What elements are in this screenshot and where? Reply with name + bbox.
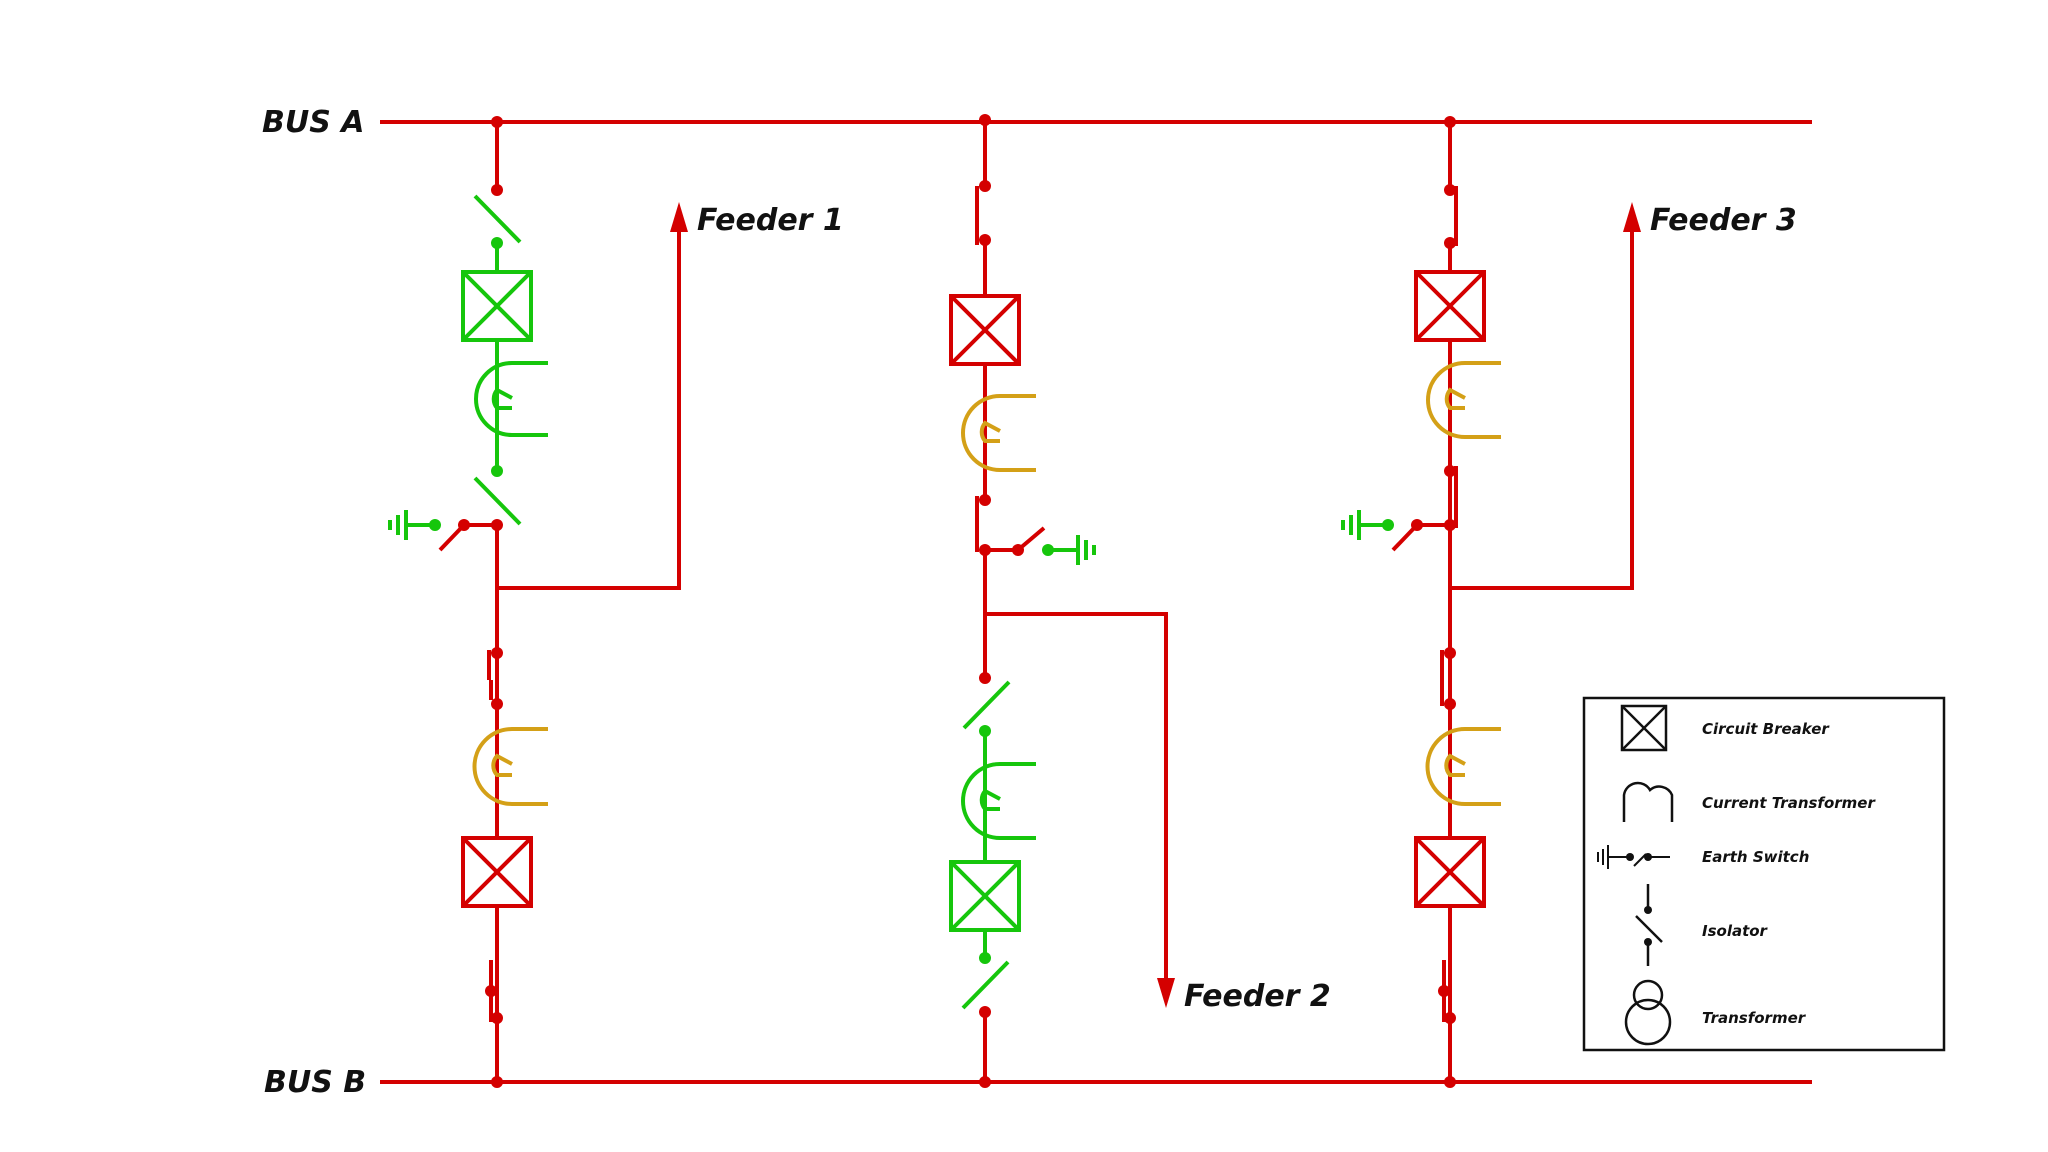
isolator-icon[interactable] (962, 672, 1011, 737)
earth-switch-icon[interactable] (388, 510, 497, 552)
current-transformer-icon[interactable] (472, 727, 549, 806)
feeder-1-arrow-icon (670, 202, 688, 232)
current-transformer-icon[interactable] (474, 361, 548, 437)
legend-item-current-transformer: Current Transformer (1622, 781, 1876, 822)
circuit-breaker-icon[interactable] (461, 270, 533, 342)
legend-label: Current Transformer (1702, 794, 1876, 812)
isolator-icon[interactable] (487, 647, 503, 710)
feeder-1-line (497, 218, 681, 590)
isolator-icon[interactable] (975, 494, 991, 556)
earth-switch-icon[interactable] (985, 526, 1096, 565)
legend-label: Earth Switch (1702, 848, 1809, 866)
transformer-icon (1624, 979, 1672, 1046)
bus-a-label: BUS A (262, 105, 365, 140)
circuit-breaker-icon[interactable] (1414, 270, 1486, 342)
isolator-icon (1635, 884, 1663, 966)
legend-label: Transformer (1702, 1009, 1807, 1027)
feeder-1-label: Feeder 1 (697, 203, 844, 238)
isolator-icon[interactable] (1444, 184, 1458, 249)
current-transformer-icon (1622, 781, 1674, 822)
circuit-breaker-icon[interactable] (1414, 836, 1486, 908)
current-transformer-icon[interactable] (961, 762, 1036, 840)
bus-b-label: BUS B (264, 1065, 366, 1100)
current-transformer-icon[interactable] (961, 394, 1036, 472)
legend-item-earth-switch: Earth Switch (1597, 845, 1809, 869)
bay-3: Feeder 3 (1341, 116, 1797, 1088)
isolator-icon[interactable] (473, 184, 522, 249)
legend-item-transformer: Transformer (1624, 979, 1807, 1046)
isolator-icon[interactable] (961, 952, 1010, 1018)
legend: Circuit Breaker Current Transformer Eart… (1582, 696, 1946, 1052)
isolator-icon[interactable] (485, 960, 503, 1024)
earth-switch-icon[interactable] (1341, 510, 1450, 552)
feeder-2-line (985, 612, 1168, 990)
isolator-icon[interactable] (473, 465, 522, 531)
circuit-breaker-icon[interactable] (949, 860, 1021, 932)
current-transformer-icon[interactable] (1425, 727, 1501, 806)
feeder-2-label: Feeder 2 (1184, 979, 1331, 1014)
feeder-3-line (1450, 218, 1634, 590)
feeder-2-arrow-icon (1157, 978, 1175, 1008)
circuit-breaker-icon[interactable] (949, 294, 1021, 366)
isolator-icon[interactable] (1438, 960, 1456, 1024)
legend-item-circuit-breaker: Circuit Breaker (1620, 704, 1830, 752)
legend-item-isolator: Isolator (1635, 884, 1769, 966)
circuit-breaker-icon (1620, 704, 1668, 752)
circuit-breaker-icon[interactable] (461, 836, 533, 908)
bay-2: Feeder 2 (949, 114, 1331, 1088)
current-transformer-icon[interactable] (1426, 361, 1501, 439)
legend-label: Circuit Breaker (1702, 720, 1830, 738)
feeder-3-arrow-icon (1623, 202, 1641, 232)
feeder-3-label: Feeder 3 (1650, 203, 1797, 238)
bay-1: Feeder 1 (388, 116, 844, 1088)
legend-label: Isolator (1702, 922, 1769, 940)
earth-switch-icon (1597, 845, 1670, 869)
isolator-icon[interactable] (975, 180, 991, 246)
legend-box (1582, 696, 1946, 1052)
isolator-icon[interactable] (1440, 647, 1456, 710)
